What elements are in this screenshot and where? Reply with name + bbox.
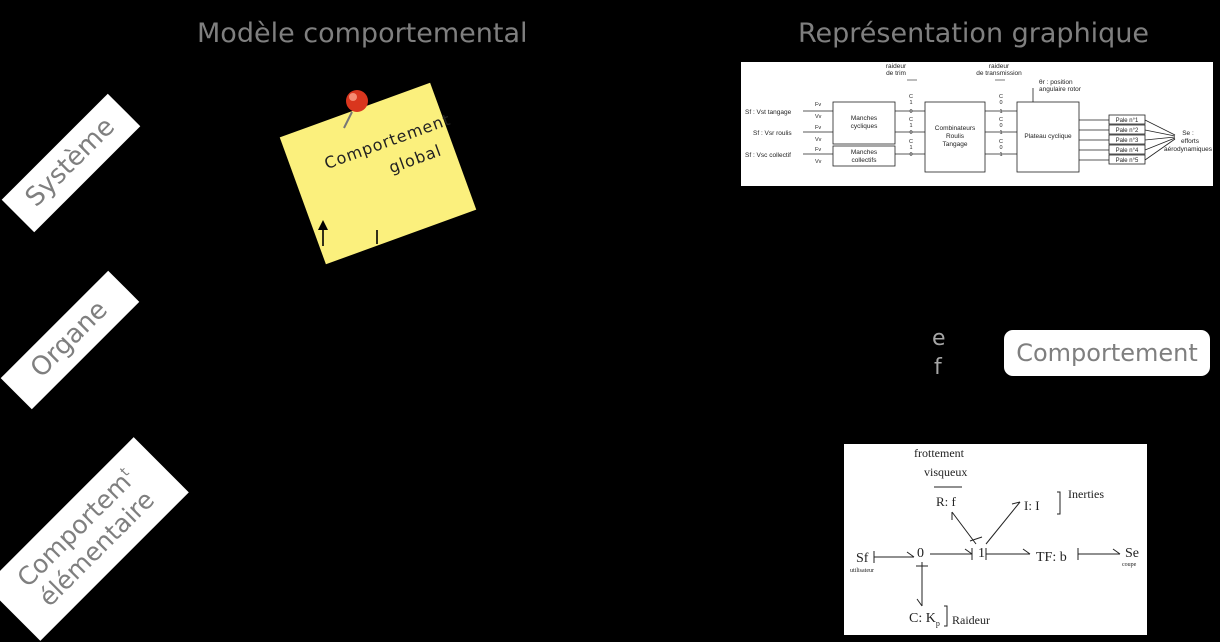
pale-2: Pale n°2	[1116, 128, 1139, 134]
label-raideur-trim-2: de trim	[886, 70, 906, 77]
tf-element: TF: b	[1036, 550, 1067, 565]
flow-label: f	[934, 355, 942, 380]
one-trans-2: 1	[999, 130, 1002, 136]
label-raideur-transmission-1: raideur	[989, 63, 1010, 70]
c-trans-2: 0	[999, 100, 1002, 106]
pale-5: Pale n°5	[1116, 158, 1139, 164]
inerties-label: Inerties	[1068, 487, 1104, 501]
plateau-label: Plateau cyclique	[1024, 133, 1072, 140]
pale-4: Pale n°4	[1116, 148, 1139, 154]
bond-graph-svg: frottement visqueux R: f I: I Inerties S…	[850, 446, 1139, 628]
one-trans-1: 1	[999, 109, 1002, 115]
behavior-box-label: Comportement	[1016, 339, 1198, 367]
label-raideur-trim-1: raideur	[886, 63, 907, 70]
one-trans-3: 1	[999, 152, 1002, 158]
arrow-up-icon	[318, 220, 328, 246]
heading-behavior-model: Modèle comportemental	[197, 18, 528, 49]
c-trim-1: C	[909, 94, 913, 100]
c-trim-4: 1	[909, 123, 912, 129]
effort-label: e	[932, 326, 946, 351]
manches-collectifs-1: Manches	[851, 149, 878, 156]
c-trans-6: 0	[999, 145, 1002, 151]
input-tangage: Sf : Vst tangage	[745, 109, 792, 116]
c-trim-6: 1	[909, 145, 912, 151]
sf-element: Sf	[856, 551, 869, 566]
c-trans-5: C	[999, 139, 1003, 145]
manches-cycliques-2: cycliques	[851, 123, 878, 130]
c-trans-1: C	[999, 94, 1003, 100]
input-collectif: Sf : Vsc collectif	[745, 152, 791, 159]
box-combinateurs	[924, 101, 986, 173]
fv-1: Fv	[815, 102, 821, 108]
se-label-1: Se :	[1182, 130, 1194, 137]
box-manches-collectifs	[832, 145, 896, 167]
c-trans-4: 0	[999, 123, 1002, 129]
fv-3: Fv	[815, 147, 821, 153]
zero-trim-3: 0	[909, 152, 912, 158]
ck-element: C: Kp	[909, 611, 940, 628]
c-trim-5: C	[909, 139, 913, 145]
vv-2: Vv	[815, 137, 822, 143]
se-sub: coupe	[1122, 562, 1137, 568]
combinateurs-3: Tangage	[943, 141, 968, 148]
combinateurs-2: Roulis	[946, 133, 965, 140]
bond-graph-diagram: frottement visqueux R: f I: I Inerties S…	[844, 444, 1147, 635]
raideur-label: Raideur	[952, 613, 990, 627]
zero-trim-2: 0	[909, 130, 912, 136]
zero-junction: 0	[917, 546, 924, 561]
se-label-2: efforts	[1181, 138, 1200, 145]
manches-collectifs-2: collectifs	[852, 157, 878, 164]
c-trim-2: 1	[909, 100, 912, 106]
input-roulis: Sf : Vsr roulis	[753, 130, 792, 137]
combinateurs-1: Combinateurs	[935, 125, 976, 132]
rf-element: R: f	[936, 494, 957, 509]
c-trim-3: C	[909, 117, 913, 123]
vv-1: Vv	[815, 114, 822, 120]
manches-cycliques-1: Manches	[851, 115, 878, 122]
pale-1: Pale n°1	[1116, 118, 1139, 124]
label-position-rotor-2: angulaire rotor	[1039, 86, 1082, 93]
c-trans-3: C	[999, 117, 1003, 123]
ii-element: I: I	[1024, 498, 1040, 513]
box-plateau-cyclique	[1016, 101, 1080, 173]
one-junction: 1	[978, 546, 985, 561]
label-position-rotor-1: θr : position	[1039, 79, 1073, 86]
heading-graphic-representation: Représentation graphique	[798, 18, 1150, 49]
box-manches-cycliques	[832, 101, 896, 145]
zero-trim-1: 0	[909, 109, 912, 115]
se-label-3: aérodynamiques	[1164, 146, 1213, 153]
vv-3: Vv	[815, 159, 822, 165]
rotor-control-diagram: raideur de trim raideur de transmission …	[741, 62, 1213, 186]
rotor-control-svg: raideur de trim raideur de transmission …	[745, 63, 1213, 173]
sf-sub: utilisateur	[850, 568, 874, 574]
pale-3: Pale n°3	[1116, 138, 1139, 144]
frottement-line2: visqueux	[924, 465, 967, 479]
fv-2: Fv	[815, 125, 821, 131]
se-element: Se	[1125, 546, 1139, 561]
push-pin-icon	[343, 90, 368, 129]
behavior-box: Comportement	[1004, 330, 1210, 376]
frottement-line1: frottement	[914, 446, 965, 460]
label-raideur-transmission-2: de transmission	[976, 70, 1022, 77]
